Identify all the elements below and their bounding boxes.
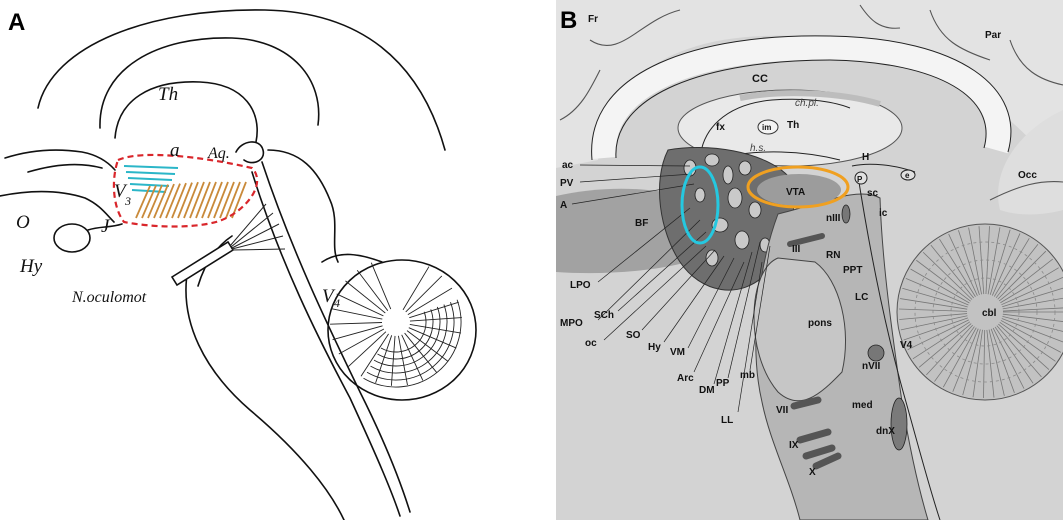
label-b-vm: VM (670, 347, 685, 358)
label-b-a: A (560, 200, 567, 211)
label-b-mpo: MPO (560, 318, 583, 329)
label-b-sch: SCh (594, 310, 614, 321)
label-b-hy: Hy (648, 342, 661, 353)
label-b-vii: VII (776, 405, 788, 416)
label-b-cc: CC (752, 73, 768, 85)
label-b-dnx: dnX (876, 426, 895, 437)
label-b-p: P (857, 175, 863, 184)
label-a-th: Th (158, 84, 178, 105)
label-b-th: Th (787, 120, 799, 131)
nucleus (723, 166, 733, 184)
label-a-aq: Aq. (207, 145, 230, 162)
label-b-mb: mb (740, 370, 755, 381)
panel-b: B Fr CC Par ch.pl. fx im Th h.s. ac PV A… (556, 0, 1063, 520)
label-b-lpo: LPO (570, 280, 591, 291)
label-b-ic: ic (879, 208, 888, 219)
label-b-pons: pons (808, 318, 832, 329)
label-b-arc: Arc (677, 373, 694, 384)
label-b-occ: Occ (1018, 170, 1037, 181)
nucleus (728, 188, 742, 208)
label-b-iii: III (792, 244, 801, 255)
label-b-x: X (809, 467, 816, 478)
label-b-niii: nIII (826, 213, 841, 224)
label-a-v4-sub: 4 (334, 296, 340, 310)
nucleus (735, 231, 749, 249)
label-b-bf: BF (635, 218, 648, 229)
panel-b-drawing (556, 0, 1063, 520)
label-b-e: e (905, 171, 910, 180)
label-b-chpl: ch.pl. (795, 98, 819, 109)
label-b-im: im (762, 123, 771, 132)
facial-nucleus (868, 345, 884, 361)
label-b-dm: DM (699, 385, 715, 396)
label-b-vta: VTA (786, 187, 805, 198)
label-b-fr: Fr (588, 14, 598, 25)
label-a-hy: Hy (19, 256, 43, 277)
label-b-so: SO (626, 330, 641, 341)
panel-a-letter: A (8, 9, 25, 36)
label-b-sc: sc (867, 188, 879, 199)
label-b-pv: PV (560, 178, 574, 189)
label-b-h: H (862, 152, 869, 163)
label-a-a: a (170, 140, 180, 161)
label-b-ix: IX (789, 440, 799, 451)
label-b-ac: ac (562, 160, 574, 171)
label-a-n-oculomot: N.oculomot (71, 289, 147, 306)
nucleus (695, 188, 705, 202)
label-a-o: O (16, 212, 30, 233)
oculomotor-nucleus (842, 205, 850, 223)
nucleus (739, 161, 751, 175)
label-b-v4: V4 (900, 340, 913, 351)
label-b-ll: LL (721, 415, 733, 426)
nucleus (749, 202, 761, 218)
label-b-lc: LC (855, 292, 868, 303)
label-b-oc: oc (585, 338, 597, 349)
nucleus (705, 154, 719, 166)
panel-b-letter: B (560, 7, 577, 34)
label-b-fx: fx (716, 122, 725, 133)
label-b-par: Par (985, 30, 1001, 41)
label-b-nvii: nVII (862, 361, 881, 372)
label-b-hs: h.s. (750, 143, 766, 154)
vagal-nucleus (891, 398, 907, 450)
label-b-pp: PP (716, 378, 730, 389)
label-b-cbl: cbl (982, 308, 997, 319)
label-b-med: med (852, 400, 873, 411)
label-b-ppt: PPT (843, 265, 862, 276)
label-b-rn: RN (826, 250, 840, 261)
label-a-v3-sub: 3 (124, 194, 131, 208)
